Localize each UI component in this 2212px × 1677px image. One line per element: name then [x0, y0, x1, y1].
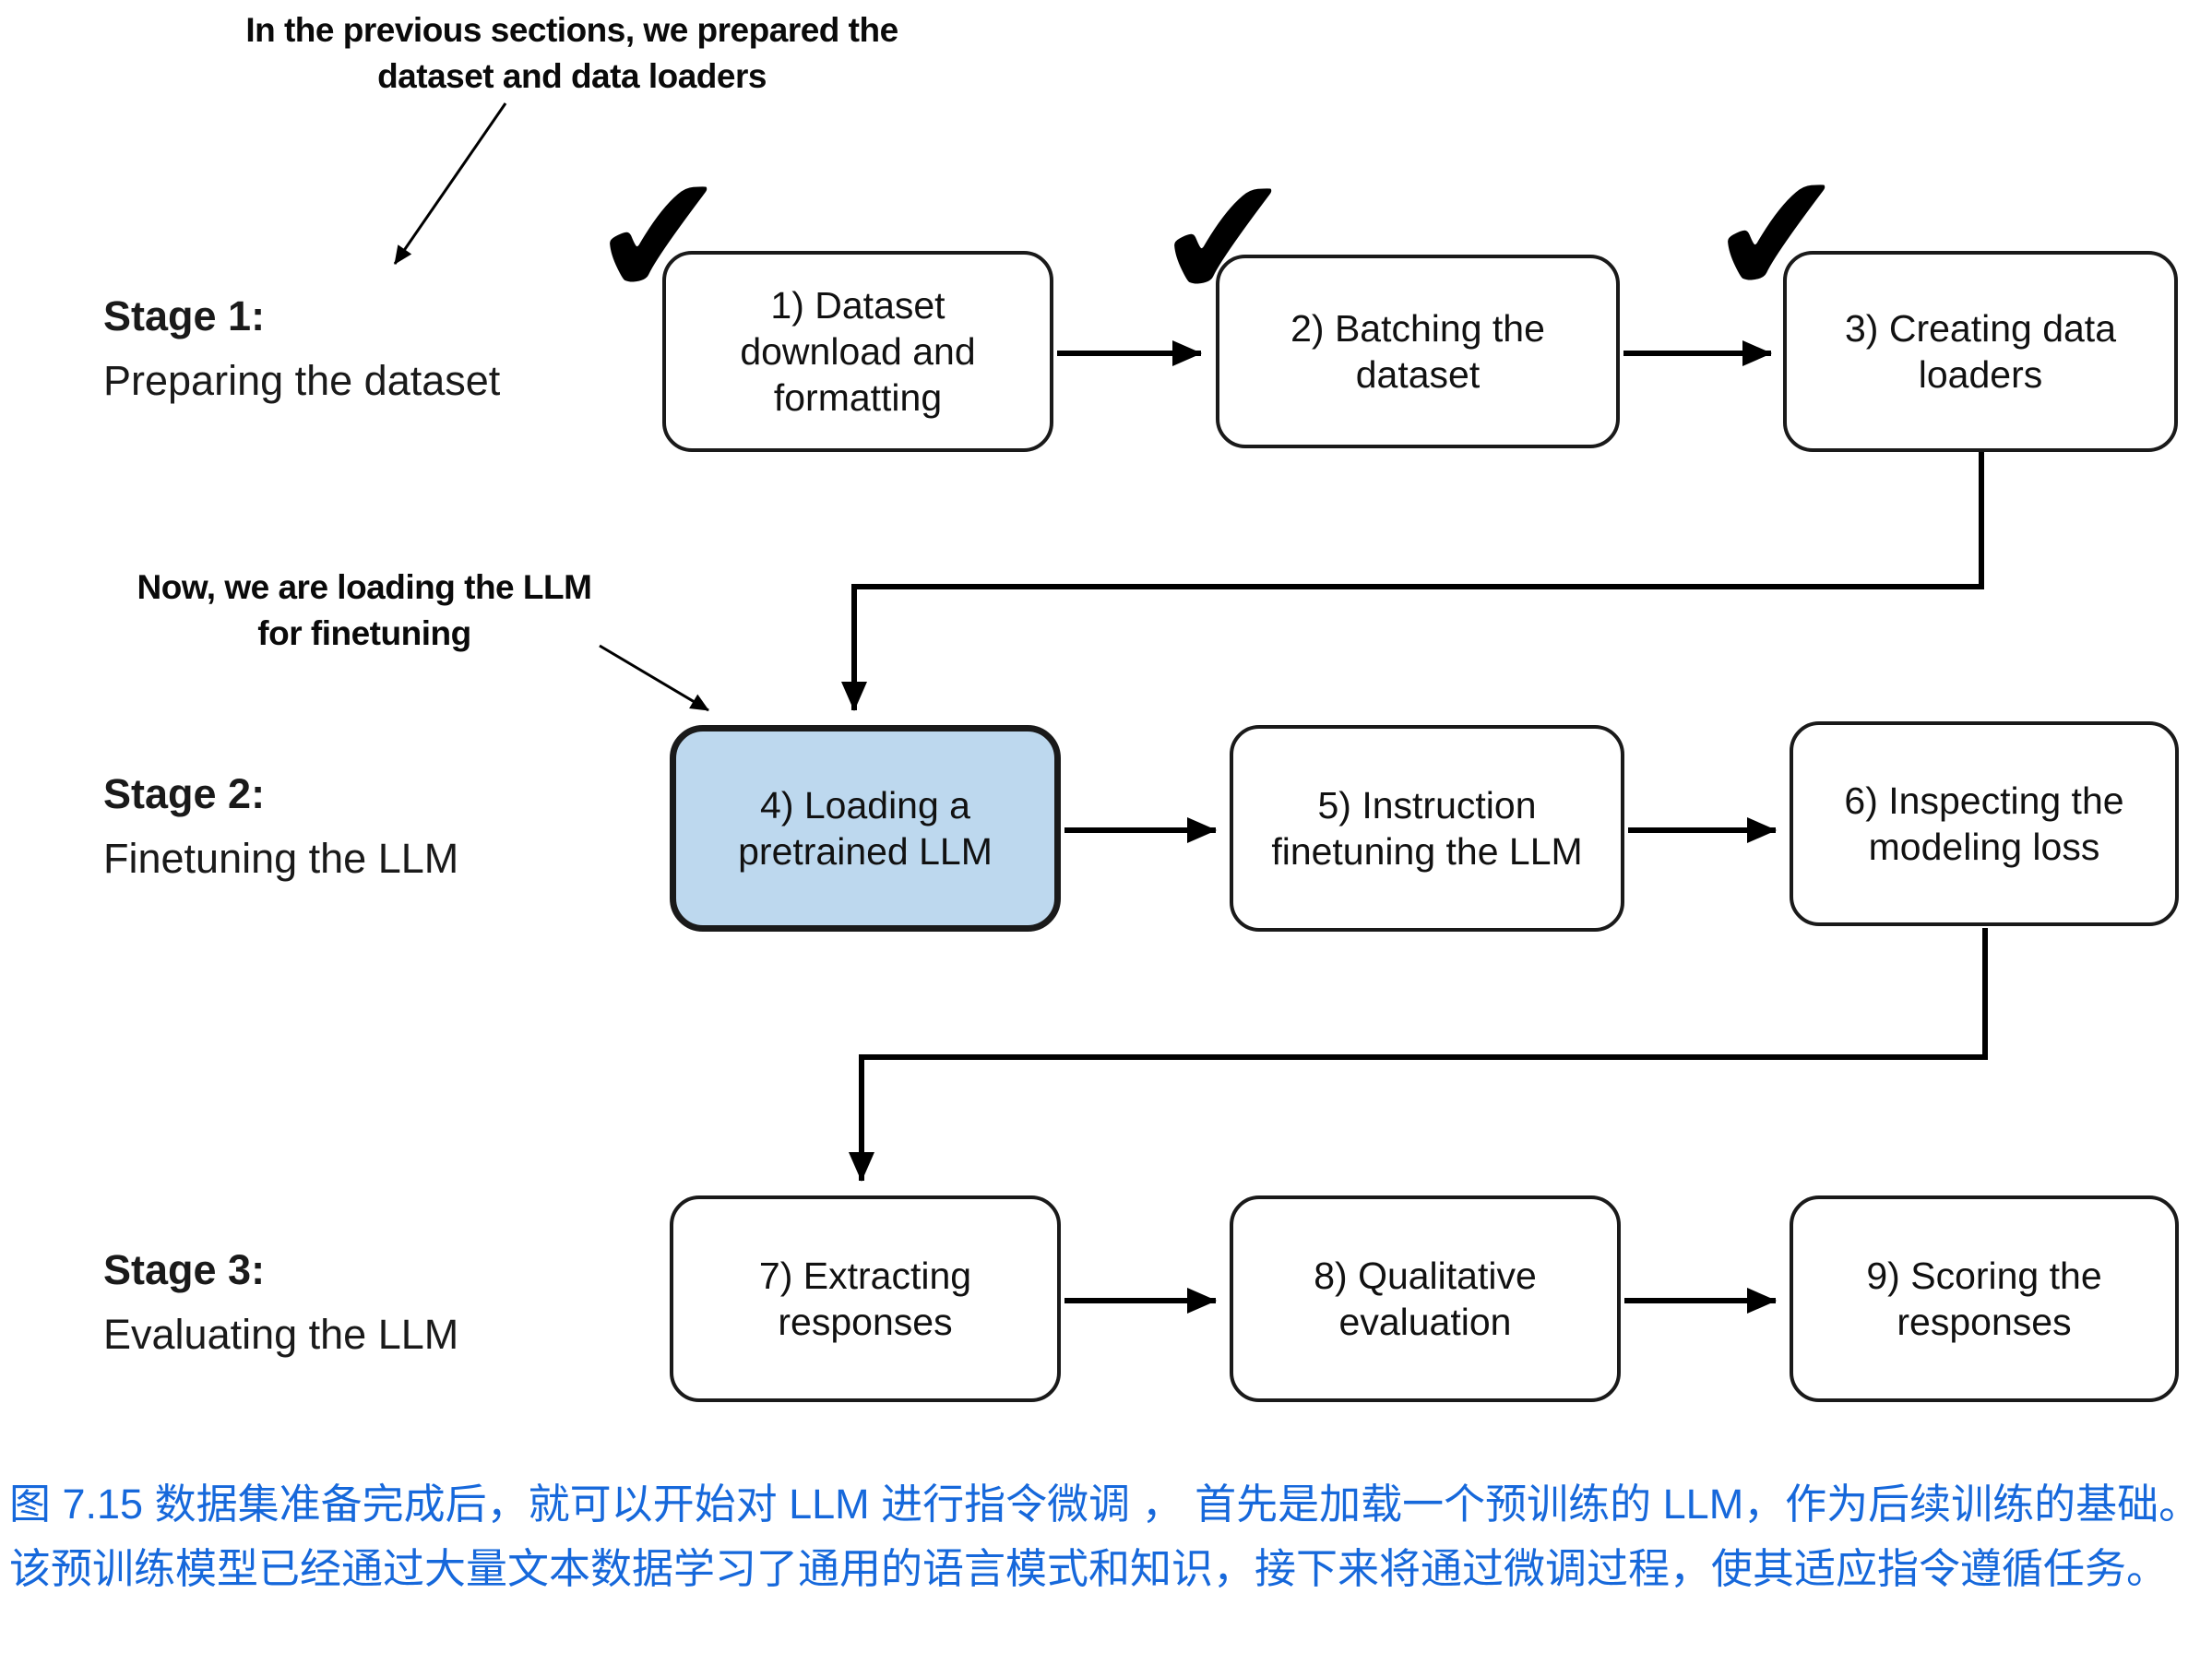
stage-3-subtitle: Evaluating the LLM	[103, 1310, 459, 1358]
step-8-qualitative-evaluation-box: 8) Qualitative evaluation	[1230, 1195, 1621, 1402]
step-3-data-loaders-box: 3) Creating data loaders	[1783, 251, 2178, 452]
step-7-label: 7) Extracting responses	[758, 1254, 972, 1343]
stage-1-subtitle: Preparing the dataset	[103, 356, 501, 404]
step-4-loading-pretrained-llm-box: 4) Loading a pretrained LLM	[670, 725, 1061, 932]
step-7-extracting-responses-box: 7) Extracting responses	[670, 1195, 1061, 1402]
step-8-label: 8) Qualitative evaluation	[1314, 1254, 1537, 1343]
step-5-label: 5) Instruction finetuning the LLM	[1271, 783, 1583, 873]
step-1-dataset-download-box: 1) Dataset download and formatting	[662, 251, 1053, 452]
stage-1-title: Stage 1:	[103, 292, 266, 339]
stage-1-label: Stage 1: Preparing the dataset	[103, 284, 500, 413]
step-9-label: 9) Scoring the responses	[1866, 1254, 2102, 1343]
step-5-instruction-finetuning-box: 5) Instruction finetuning the LLM	[1230, 725, 1624, 932]
step-2-batching-box: 2) Batching the dataset	[1216, 255, 1620, 448]
step-4-label: 4) Loading a pretrained LLM	[738, 783, 993, 873]
step-1-label: 1) Dataset download and formatting	[740, 283, 976, 419]
step-2-label: 2) Batching the dataset	[1290, 306, 1545, 396]
stage-2-subtitle: Finetuning the LLM	[103, 834, 459, 882]
annotation-previous-sections: In the previous sections, we prepared th…	[245, 11, 898, 95]
annotation-loading-llm: Now, we are loading the LLM for finetuni…	[137, 568, 592, 652]
step-6-label: 6) Inspecting the modeling loss	[1844, 779, 2124, 868]
stage-2-label: Stage 2: Finetuning the LLM	[103, 762, 458, 891]
figure-caption: 图 7.15 数据集准备完成后，就可以开始对 LLM 进行指令微调 ， 首先是加…	[9, 1481, 2201, 1592]
stage-3-label: Stage 3: Evaluating the LLM	[103, 1238, 458, 1367]
stage-2-title: Stage 2:	[103, 770, 266, 817]
step-6-inspecting-loss-box: 6) Inspecting the modeling loss	[1790, 721, 2179, 926]
stage-3-title: Stage 3:	[103, 1246, 266, 1293]
step-9-scoring-responses-box: 9) Scoring the responses	[1790, 1195, 2179, 1402]
step-3-label: 3) Creating data loaders	[1844, 306, 2116, 396]
